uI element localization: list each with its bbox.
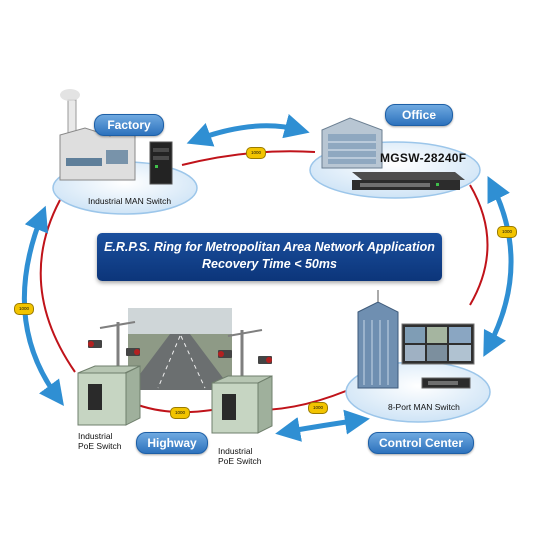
camera-icon [88, 340, 102, 348]
factory-icon [59, 89, 136, 181]
diagram-title-box: E.R.P.S. Ring for Metropolitan Area Netw… [97, 233, 442, 281]
highway-device-2-label-line1: Industrial [218, 446, 253, 456]
highway-device-1-label-line2: PoE Switch [78, 441, 122, 451]
highway-photo [128, 308, 232, 390]
factory-switch-icon [149, 141, 173, 185]
ring-link-badge: 1000 [170, 407, 190, 419]
ring-link-badge: 1000 [14, 303, 34, 315]
ring-link-office-control [469, 184, 489, 306]
factory-device-label: Industrial MAN Switch [88, 196, 172, 206]
camera-icon [258, 356, 272, 364]
factory-badge: Factory [94, 114, 164, 136]
control-center-badge: Control Center [368, 432, 474, 454]
highway-badge: Highway [136, 432, 208, 454]
ring-link-badge: 1000 [497, 226, 517, 238]
cabinet-icon [211, 375, 273, 434]
arrow-factory-office [186, 114, 310, 147]
office-switch-icon [352, 172, 465, 190]
office-badge: Office [385, 104, 453, 126]
arrow-control-highway [275, 409, 370, 442]
office-device-model: MGSW-28240F [380, 151, 467, 165]
monitor-wall-icon [401, 323, 475, 365]
highway-device-2-label-line2: PoE Switch [218, 456, 262, 466]
office-building-icon [321, 117, 383, 169]
camera-icon [218, 350, 232, 358]
ring-link-badge: 1000 [246, 147, 266, 159]
ring-link-highway-factory [39, 199, 76, 373]
control-tower-icon [357, 290, 399, 389]
control-switch-icon [421, 377, 471, 389]
cabinet-icon [77, 365, 141, 426]
arrow-office-control [483, 176, 514, 357]
ring-link-badge: 1000 [308, 402, 328, 414]
control-center-device-label: 8-Port MAN Switch [388, 402, 460, 412]
camera-icon [126, 348, 140, 356]
title-line-2: Recovery Time < 50ms [202, 257, 337, 271]
title-line-1: E.R.P.S. Ring for Metropolitan Area Netw… [104, 240, 435, 254]
highway-device-1-label-line1: Industrial [78, 431, 113, 441]
